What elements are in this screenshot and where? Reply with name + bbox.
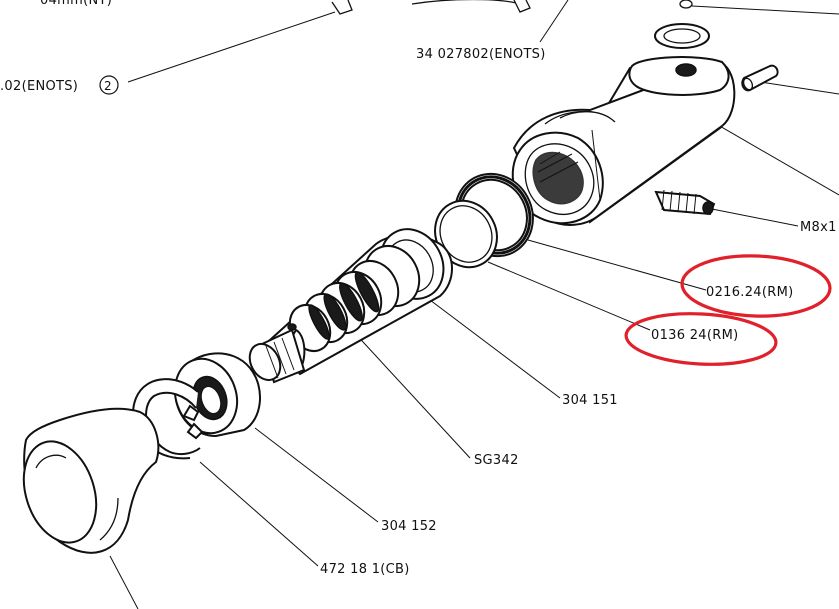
label-piston: SG342 [474,453,519,468]
label-right-bolt: M8x1 [800,220,837,235]
label-ring-small: 0136 24(RM) [651,328,738,343]
highlight-oval-ring-small [624,312,778,366]
knob [22,407,160,554]
cylinder-body [511,56,736,226]
label-circlip: 472 18 1(CB) [320,562,410,577]
m8-bolt [654,189,716,216]
leader-lines [109,0,839,609]
o-ring-small [434,199,498,269]
part-labels: 04mm(NT) .02(ENOTS) 2 34 027802(ENOTS) M… [0,0,837,577]
label-top-left-cut: 04mm(NT) [40,0,112,8]
highlight-marks [624,254,832,366]
top-cut-parts [331,0,839,15]
label-circled-number: 2 [99,75,119,95]
label-collar: 304 152 [381,519,437,534]
circled-number-text: 2 [104,79,112,93]
dowel-pin [741,64,779,92]
label-left-cut: .02(ENOTS) [0,79,78,94]
label-ring-large: 0216.24(RM) [706,285,793,300]
top-seal-ring [654,23,710,49]
label-top-mid: 34 027802(ENOTS) [416,47,546,62]
label-piston-head: 304 151 [562,393,618,408]
piston [248,228,453,384]
highlight-oval-ring-large [680,254,832,318]
